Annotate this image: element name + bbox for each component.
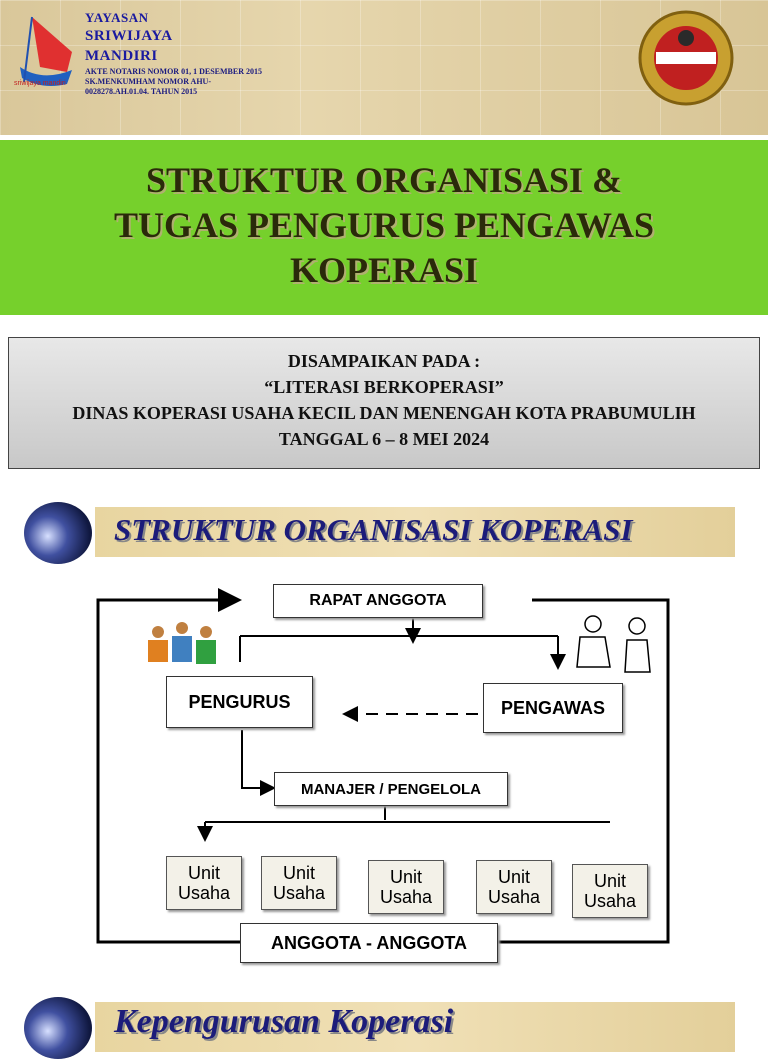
org-line3: MANDIRI	[85, 48, 158, 64]
unit-usaha-box: Unit Usaha	[572, 864, 648, 918]
pengurus-box: PENGURUS	[166, 676, 313, 728]
title-line3: KOPERASI	[289, 250, 479, 290]
org-chart-lines	[96, 588, 670, 944]
legal-line1: AKTE NOTARIS NOMOR 01, 1 DESEMBER 2015	[85, 67, 262, 76]
unit-usaha-box: Unit Usaha	[476, 860, 552, 914]
title-band	[0, 140, 768, 315]
legal-line3: 0028278.AH.01.04. TAHUN 2015	[85, 87, 198, 96]
title-line2: TUGAS PENGURUS PENGAWAS	[113, 205, 655, 245]
legal-line2: SK.MENKUMHAM NOMOR AHU-	[85, 77, 211, 86]
info-line1: DISAMPAIKAN PADA :	[287, 351, 481, 371]
manajer-box: MANAJER / PENGELOLA	[274, 772, 508, 806]
pengawas-box: PENGAWAS	[483, 683, 623, 733]
page-title: STRUKTUR ORGANISASI & TUGAS PENGURUS PENG…	[0, 158, 768, 293]
org-line2: SRIWIJAYA	[85, 28, 173, 44]
info-line2: “LITERASI BERKOPERASI”	[264, 377, 504, 397]
org-line1: YAYASAN	[85, 10, 149, 25]
info-line3: DINAS KOPERASI USAHA KECIL DAN MENENGAH …	[72, 403, 696, 423]
unit-usaha-box: Unit Usaha	[166, 856, 242, 910]
globe-icon	[24, 502, 92, 564]
section-band	[95, 507, 735, 557]
anggota-box: ANGGOTA - ANGGOTA	[240, 923, 498, 963]
section-heading: STRUKTUR ORGANISASI KOPERASI	[114, 512, 633, 547]
globe-icon	[24, 997, 92, 1059]
info-line4: TANGGAL 6 – 8 MEI 2024	[278, 429, 490, 449]
unit-usaha-box: Unit Usaha	[261, 856, 337, 910]
emblem-seal	[638, 10, 734, 106]
title-line1: STRUKTUR ORGANISASI &	[145, 160, 623, 200]
unit-usaha-box: Unit Usaha	[368, 860, 444, 914]
sailboat-logo	[20, 16, 72, 86]
logo-text: sriwijaya mandiri	[14, 80, 66, 87]
doctor-patient-icon	[576, 615, 651, 673]
rapat-anggota-box: RAPAT ANGGOTA	[273, 584, 483, 618]
info-box: DISAMPAIKAN PADA : “LITERASI BERKOPERASI…	[8, 337, 760, 469]
section-heading-2: Kepengurusan Koperasi	[114, 1003, 454, 1040]
people-meeting-icon	[148, 622, 216, 664]
